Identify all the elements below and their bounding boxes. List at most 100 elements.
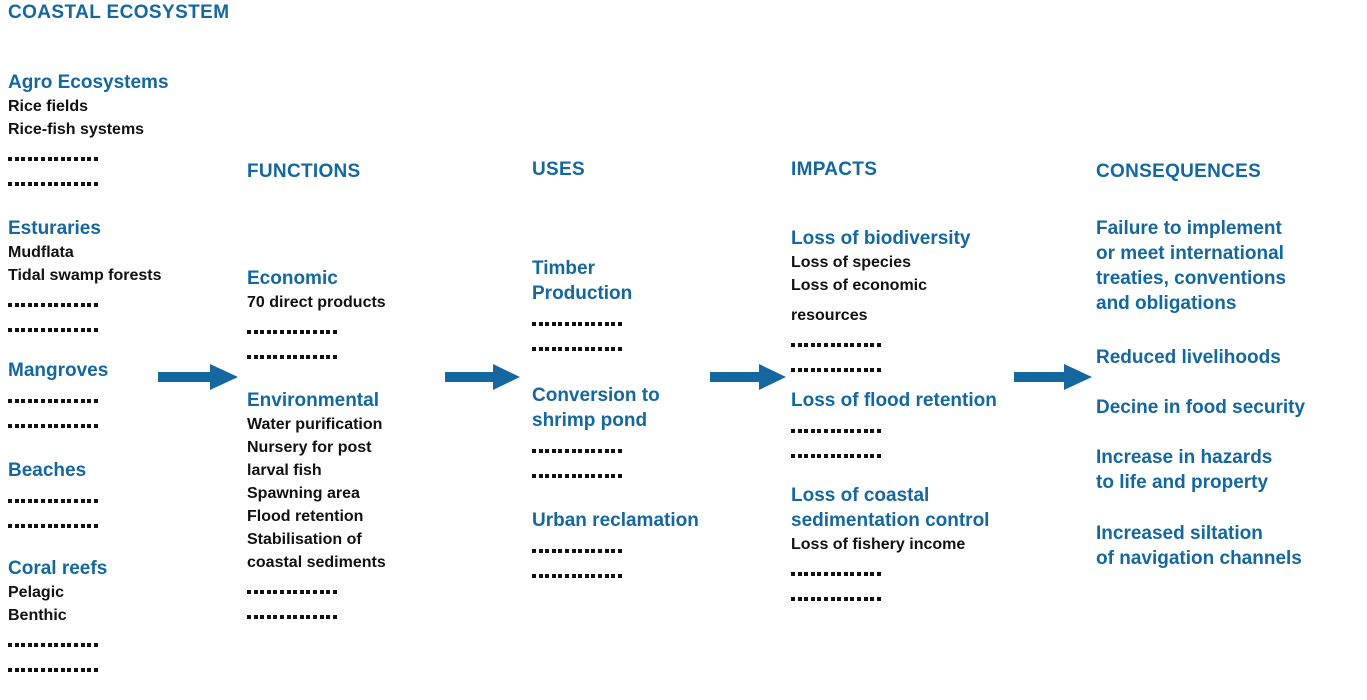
dot [538,347,543,351]
dot [611,322,616,326]
dot [60,643,65,647]
dotted-placeholder-row [532,442,660,460]
dot [73,328,78,332]
dot [591,449,596,453]
dot [551,574,556,578]
dot [73,643,78,647]
dot [67,643,72,647]
dot [93,524,98,528]
dot [850,454,855,458]
dot [27,328,32,332]
dot [27,303,32,307]
dot [14,643,19,647]
dot [856,368,861,372]
dot [578,449,583,453]
dot [810,343,815,347]
dot [80,524,85,528]
dot [856,454,861,458]
dot [538,474,543,478]
dot [27,424,32,428]
group-title-flood-retention: Loss of flood retention [791,390,997,411]
dot [27,499,32,503]
dot [293,355,298,359]
dot [545,574,550,578]
dot [40,643,45,647]
dot [34,524,39,528]
dot [260,330,265,334]
dot [8,499,12,503]
dot [80,303,85,307]
dot [8,524,12,528]
consequence-line: or meet international [1096,243,1284,264]
dot [597,549,602,553]
dot [797,597,802,601]
dot [876,572,881,576]
dot [850,597,855,601]
dot [14,182,19,186]
column-heading-functions: FUNCTIONS [247,161,361,182]
dot [830,368,835,372]
dot [21,424,26,428]
dot [611,347,616,351]
dot [791,343,795,347]
dotted-placeholder-row [791,447,997,465]
consequence-line: Decine in food security [1096,397,1306,418]
dot [319,590,324,594]
dot [876,454,881,458]
dot [850,343,855,347]
dot [611,449,616,453]
dot [532,347,536,351]
dot [260,355,265,359]
group-food-security: Decine in food security [1096,395,1305,420]
dotted-placeholder-row [8,517,100,535]
dot [558,347,563,351]
dot [8,643,12,647]
dot [312,590,317,594]
dot [843,597,848,601]
group-coral-reefs: Coral reefs Pelagic Benthic [8,556,107,679]
dot [60,524,65,528]
dot [332,355,337,359]
dot [604,322,609,326]
dot [293,590,298,594]
dot [604,574,609,578]
list-item: Pelagic [8,584,65,601]
column-heading-impacts: IMPACTS [791,159,878,180]
dot [279,615,284,619]
dot [843,343,848,347]
dot [850,572,855,576]
dotted-placeholder-row [532,315,632,333]
list-item: resources [791,307,868,324]
dot [823,343,828,347]
list-item: Loss of species [791,254,912,271]
dot [830,343,835,347]
dot [40,157,45,161]
dot [804,572,809,576]
dot [564,574,569,578]
dot [843,429,848,433]
dot [617,322,622,326]
dotted-placeholder-row [8,150,169,168]
dot [558,449,563,453]
dot [8,157,12,161]
list-item: Rice-fish systems [8,121,145,138]
dot [604,449,609,453]
dot [791,368,795,372]
dot [564,549,569,553]
dot [617,347,622,351]
dot [87,668,92,672]
dot [597,574,602,578]
dot [597,347,602,351]
list-item: Benthic [8,607,67,624]
dot [584,347,589,351]
dot [830,454,835,458]
dot [564,449,569,453]
dot [863,454,868,458]
dot [21,499,26,503]
dot [34,182,39,186]
dot [54,424,59,428]
dot [40,303,45,307]
dot [843,572,848,576]
dotted-placeholder-row [791,336,970,354]
